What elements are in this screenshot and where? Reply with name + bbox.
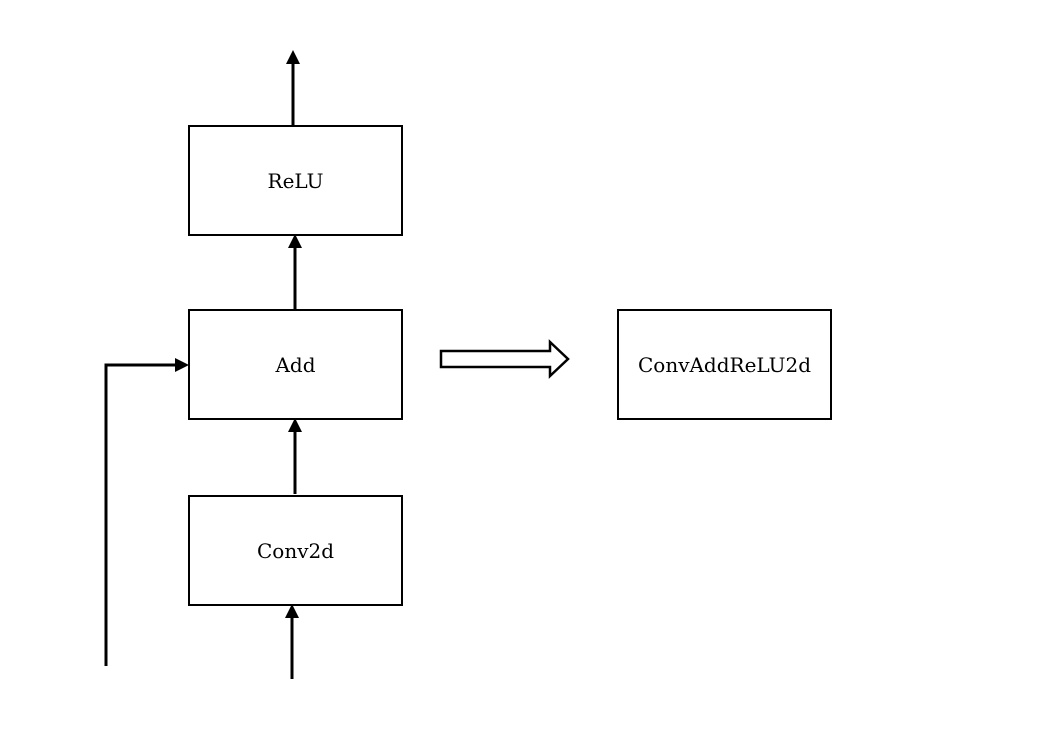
relu-node: ReLU	[188, 125, 403, 236]
add-node-label: Add	[275, 352, 316, 377]
relu-node-label: ReLU	[267, 168, 324, 193]
edge-add-to-relu	[288, 234, 302, 309]
edge-conv-to-add	[288, 418, 302, 494]
conv2d-node-label: Conv2d	[256, 538, 335, 563]
edge-skip-to-add	[104, 358, 189, 666]
conv-add-relu-2d-node: ConvAddReLU2d	[617, 309, 832, 420]
edge-input-to-conv	[285, 604, 299, 679]
conv2d-node: Conv2d	[188, 495, 403, 606]
edge-relu-to-output	[286, 50, 300, 125]
add-node: Add	[188, 309, 403, 420]
transform-arrow	[439, 339, 570, 379]
conv-add-relu-2d-node-label: ConvAddReLU2d	[637, 352, 812, 377]
